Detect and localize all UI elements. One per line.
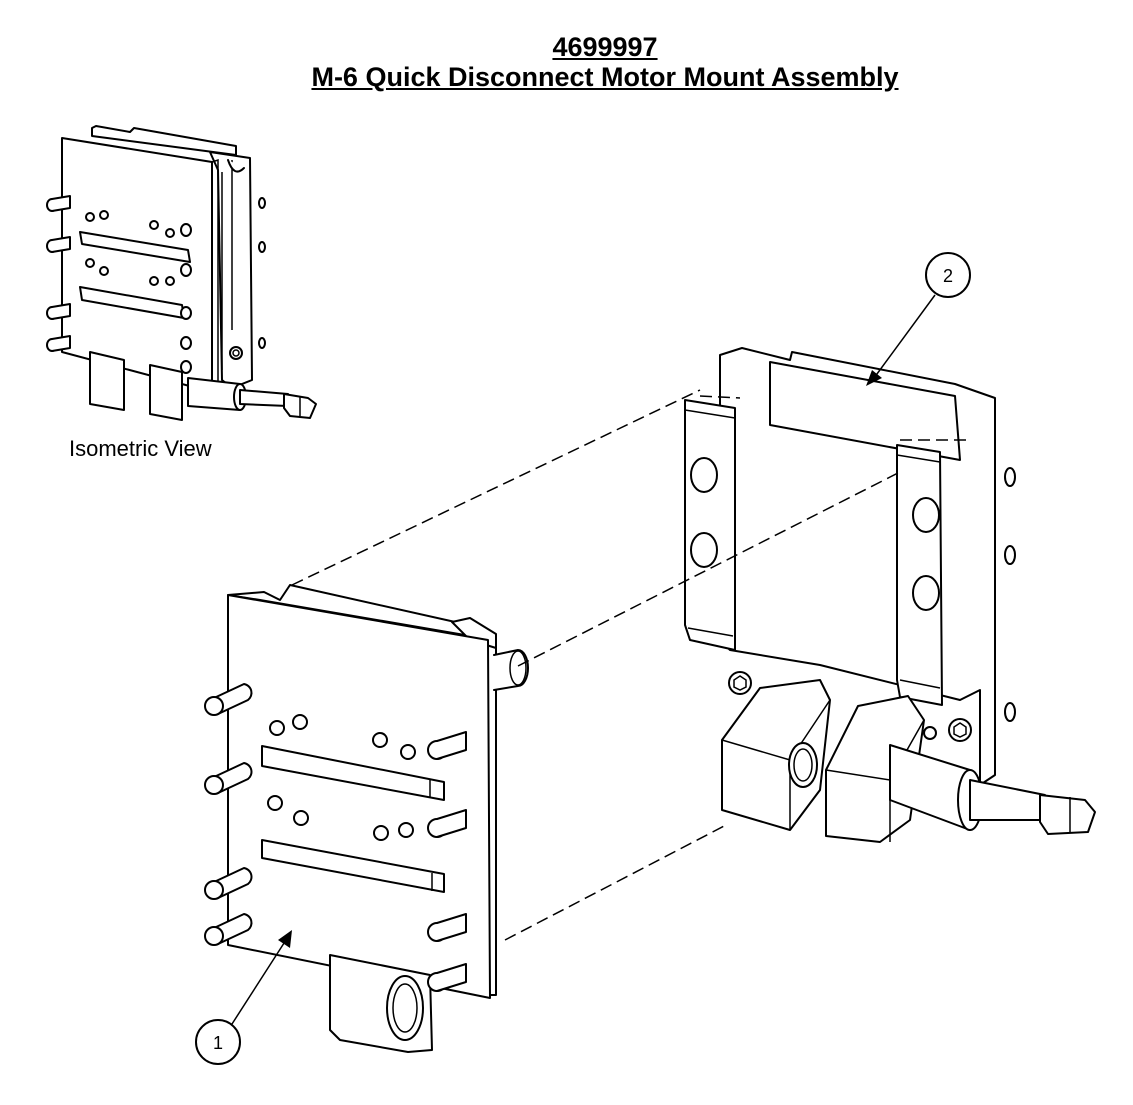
part-1-plate <box>204 584 529 1053</box>
part-number: 4699997 <box>552 32 658 62</box>
isometric-view <box>46 125 317 421</box>
balloon-2-label: 2 <box>943 266 953 286</box>
balloon-2: 2 <box>866 252 971 386</box>
assembly-name: M-6 Quick Disconnect Motor Mount Assembl… <box>311 62 899 92</box>
part-2-bracket <box>684 347 1096 843</box>
alignment-lines <box>291 389 970 941</box>
balloon-1-label: 1 <box>213 1033 223 1053</box>
title-block: 4699997 M-6 Quick Disconnect Motor Mount… <box>0 32 1133 92</box>
balloon-1: 1 <box>195 930 292 1065</box>
isometric-view-label: Isometric View <box>69 436 212 461</box>
